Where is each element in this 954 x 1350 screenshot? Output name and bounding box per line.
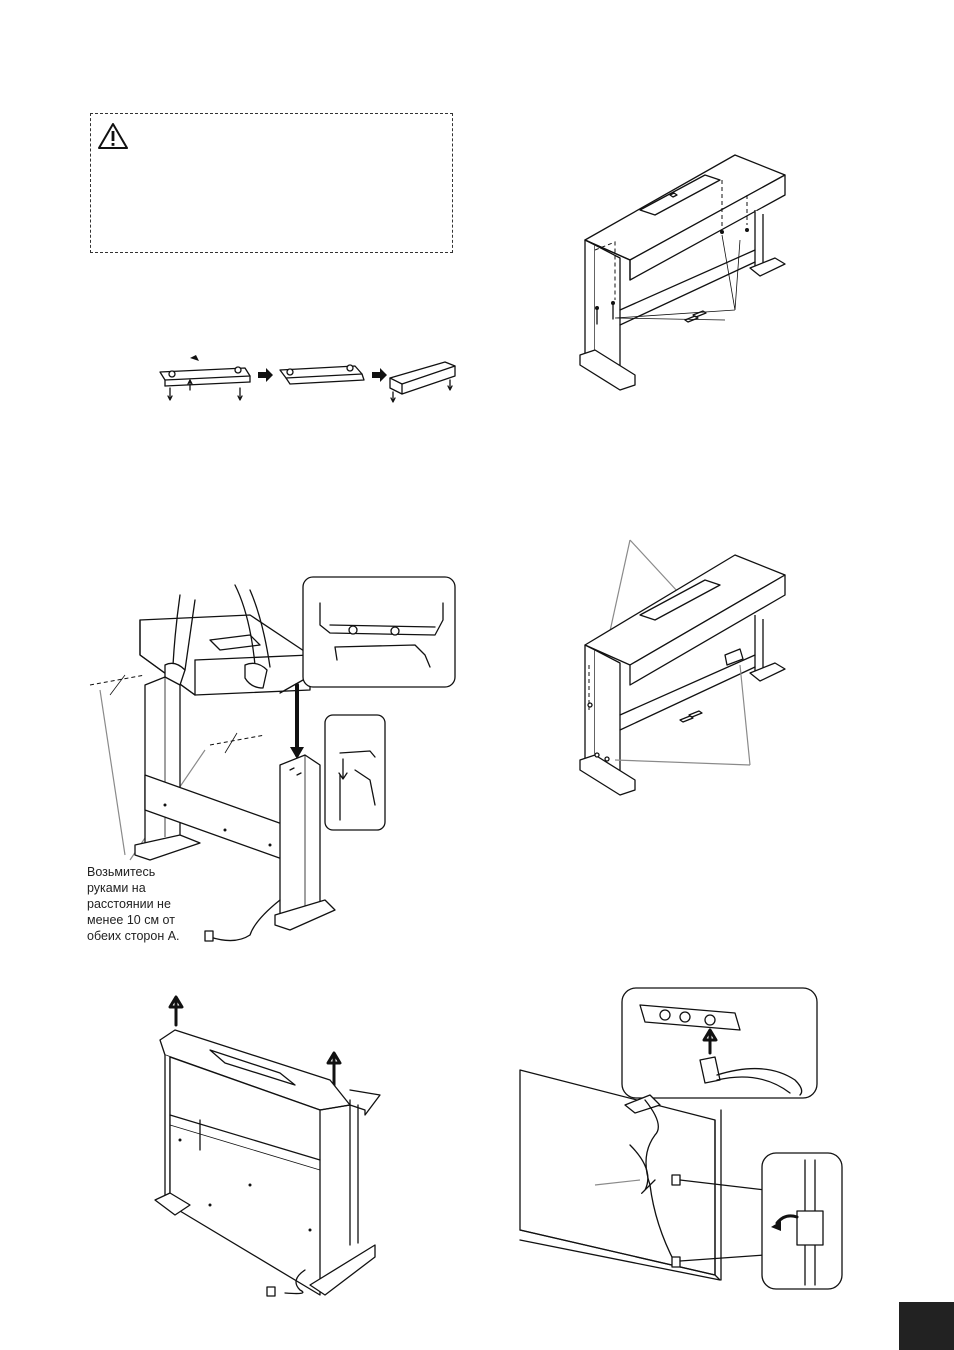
piano-screws-top-illustration [579,154,786,391]
page-tab [899,1302,954,1350]
caption-line: Возьмитесь [87,865,156,879]
hand-position-caption: Возьмитесь руками на расстоянии не менее… [87,864,207,944]
raise-piano-illustration [154,995,381,1297]
stand-assembly-strip-icon [159,355,456,403]
caption-line: расстоянии не [87,897,171,911]
piano-screw-points-illustration [579,539,786,796]
warning-box [90,113,453,253]
caption-line: руками на [87,881,146,895]
pedal-cord-connection-illustration [519,987,843,1290]
caption-line: обеих сторон A. [87,929,180,943]
caption-line: менее 10 см от [87,913,175,927]
lift-main-unit-illustration [89,576,456,942]
warning-triangle-icon [98,123,128,149]
